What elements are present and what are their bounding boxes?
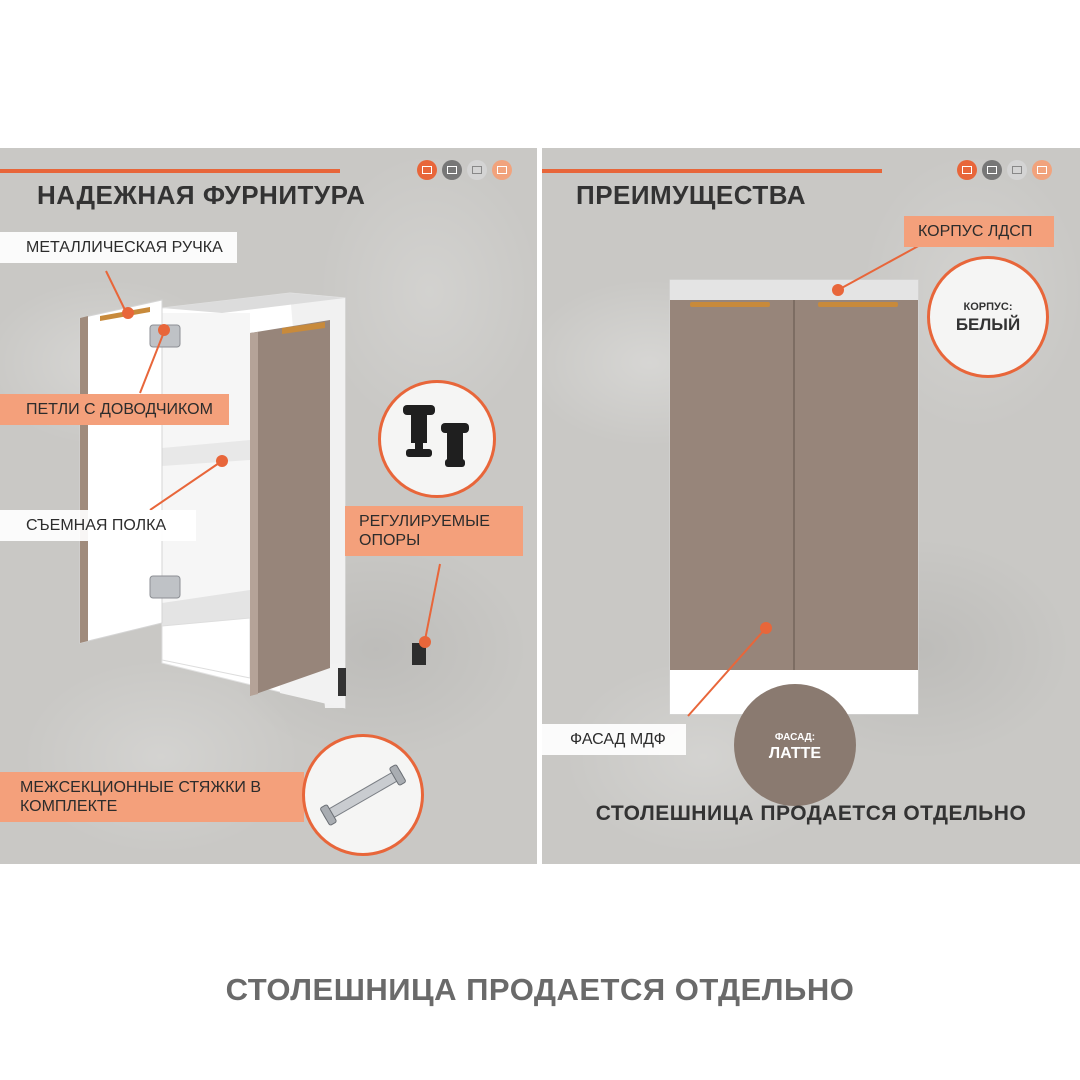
countertop-note: СТОЛЕШНИЦА ПРОДАЕТСЯ ОТДЕЛЬНО (595, 802, 1027, 825)
grid-icon (1032, 160, 1052, 180)
layout-icon (417, 160, 437, 180)
body-color-swatch: КОРПУС: БЕЛЫЙ (927, 256, 1049, 378)
drawer-icon (467, 160, 487, 180)
connector-screw-icon (320, 764, 406, 826)
accent-line (542, 169, 882, 173)
view-icons (417, 160, 512, 180)
view-icons (957, 160, 1052, 180)
label-metal-handle: МЕТАЛЛИЧЕСКАЯ РУЧКА (0, 232, 237, 264)
bottom-countertop-note: СТОЛЕШНИЦА ПРОДАЕТСЯ ОТДЕЛЬНО (225, 972, 855, 1007)
connectors-zoom-circle (302, 734, 424, 856)
label-adjustable-legs: РЕГУЛИРУЕМЫЕ ОПОРЫ (345, 506, 523, 557)
layout-icon (957, 160, 977, 180)
panel-heading: ПРЕИМУЩЕСТВА (576, 180, 806, 210)
facade-color-swatch: ФАСАД: ЛАТТЕ (734, 684, 856, 806)
hardware-panel: НАДЕЖНАЯ ФУРНИТУРА (0, 148, 537, 864)
label-chipboard-body: КОРПУС ЛДСП (904, 216, 1055, 248)
adjustable-leg-icon (403, 405, 469, 467)
swatch-caption: КОРПУС: (963, 301, 1013, 313)
drawer-icon (1007, 160, 1027, 180)
label-mdf-facade: ФАСАД МДФ (542, 724, 686, 756)
swatch-value: ЛАТТЕ (768, 745, 822, 762)
advantages-panel: ПРЕИМУЩЕСТВА КОРПУС ЛДСП ФАСАД МДФ КОРПУ… (542, 148, 1080, 864)
swatch-value: БЕЛЫЙ (955, 315, 1021, 334)
swatch-caption: ФАСАД: (774, 732, 816, 743)
label-soft-close-hinges: ПЕТЛИ С ДОВОДЧИКОМ (0, 394, 229, 426)
grid-icon (492, 160, 512, 180)
label-section-connectors: МЕЖСЕКЦИОННЫЕ СТЯЖКИ В КОМПЛЕКТЕ (0, 772, 304, 823)
door-icon (982, 160, 1002, 180)
panel-heading: НАДЕЖНАЯ ФУРНИТУРА (37, 180, 366, 210)
door-icon (442, 160, 462, 180)
accent-line (0, 169, 340, 173)
label-removable-shelf: СЪЕМНАЯ ПОЛКА (0, 510, 197, 542)
legs-zoom-circle (378, 380, 496, 498)
